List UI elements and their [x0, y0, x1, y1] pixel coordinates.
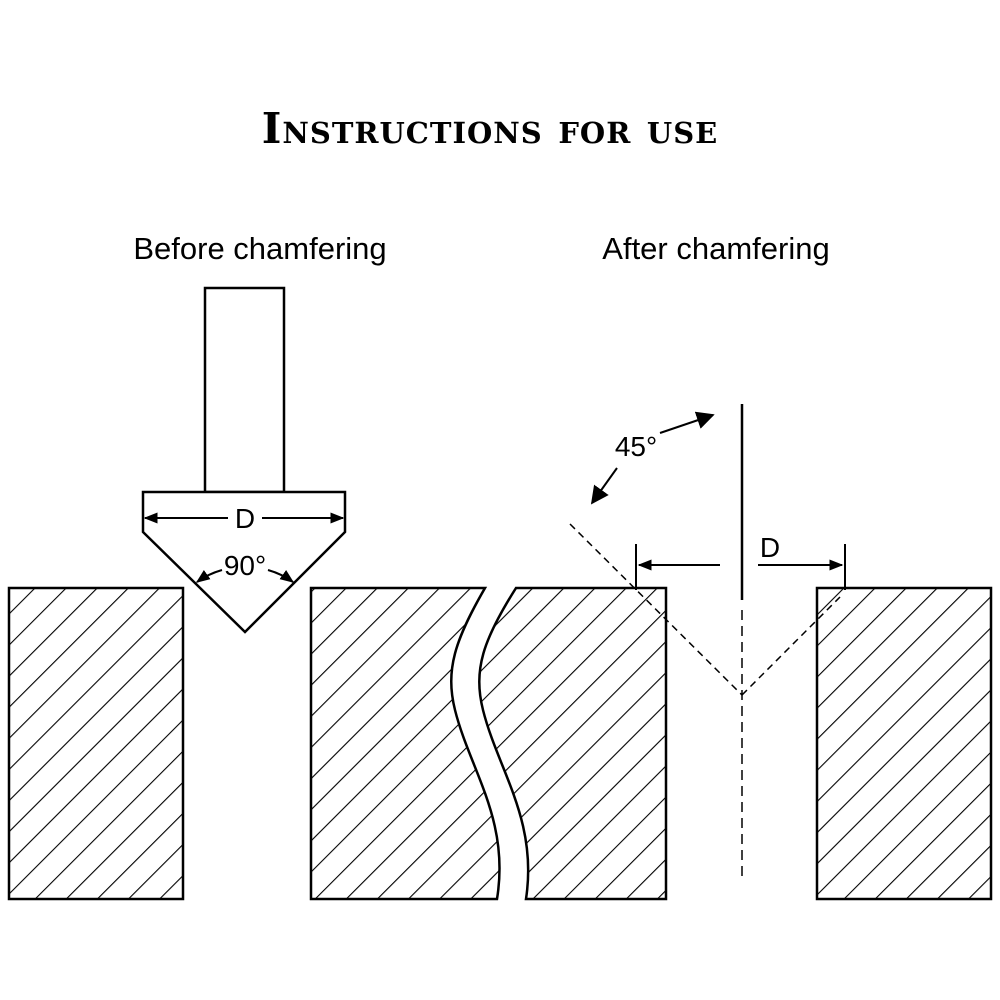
workpiece-after-right — [815, 586, 993, 901]
tool-diameter-label: D — [235, 503, 255, 534]
chamfer-angle-label: 45° — [615, 431, 657, 462]
angle-arrow-upper — [659, 411, 715, 434]
chamfer-line-left — [569, 523, 743, 696]
tool-shank — [203, 286, 286, 494]
workpiece-before-right — [309, 586, 501, 901]
workpiece-before-left — [7, 586, 185, 901]
page-title: Instructions for use — [262, 104, 719, 153]
chamfer-geometry: D 45° — [569, 404, 846, 880]
tool-angle-arc-right — [267, 569, 295, 583]
tool-angle-label: 90° — [224, 550, 266, 581]
tool-cutting-head — [141, 490, 347, 634]
before-chamfering-heading: Before chamfering — [133, 231, 386, 266]
after-chamfering-heading: After chamfering — [602, 231, 829, 266]
angle-arrow-lower — [590, 467, 618, 505]
chamfer-diameter-label: D — [760, 532, 780, 563]
countersink-tool: D 90° — [141, 286, 347, 634]
tool-angle-arc-left — [195, 569, 223, 583]
workpiece-after-left — [478, 586, 668, 901]
